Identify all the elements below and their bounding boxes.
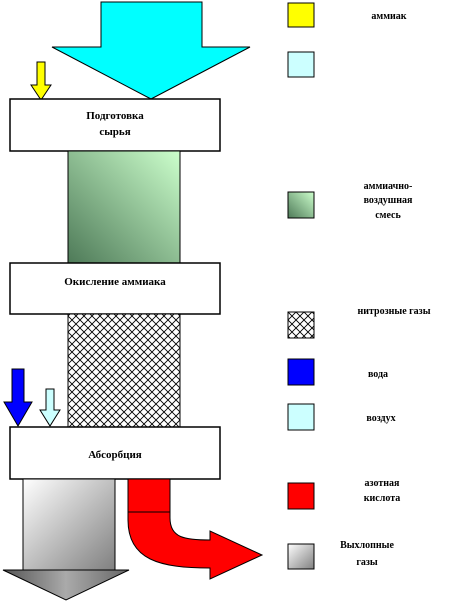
water-input-arrow bbox=[3, 368, 33, 427]
ammonia-input-arrow bbox=[30, 61, 52, 101]
absorption-block bbox=[9, 426, 221, 480]
legend-label-water: вода bbox=[368, 369, 388, 380]
legend-label-mixture-line1: аммиачно- bbox=[364, 181, 413, 192]
absorption-label: Абсорбция bbox=[88, 449, 142, 461]
nitrous-gases-column bbox=[67, 313, 181, 428]
legend-swatch-nitric-acid bbox=[287, 482, 315, 510]
exhaust-gases-column bbox=[22, 478, 116, 571]
legend-swatch-water bbox=[287, 358, 315, 386]
legend-swatch-ammonia bbox=[287, 2, 315, 28]
legend-label-nitric-acid-line2: кислота bbox=[364, 493, 400, 504]
nitric-acid-output-arrow bbox=[127, 478, 264, 580]
preparation-label-line2: сырья bbox=[99, 126, 130, 138]
input-arrow bbox=[51, 1, 251, 100]
output-arrow bbox=[2, 569, 130, 601]
legend-label-air: воздух bbox=[366, 413, 395, 424]
air-input-arrow bbox=[39, 388, 61, 427]
oxidation-label: Окисление аммиака bbox=[64, 276, 166, 288]
legend-swatch-air-top bbox=[287, 51, 315, 78]
preparation-block bbox=[9, 98, 221, 152]
legend-label-nitrous-gases: нитрозные газы bbox=[357, 306, 430, 317]
legend-label-exhaust-line2: газы bbox=[356, 557, 378, 568]
oxidation-block bbox=[9, 262, 221, 315]
legend-swatch-mixture bbox=[287, 191, 315, 219]
legend-label-ammonia: аммиак bbox=[371, 11, 406, 22]
legend-swatch-nitrous-gases bbox=[287, 311, 315, 339]
legend-label-mixture-line2: воздушная bbox=[364, 195, 413, 206]
legend-swatch-exhaust-gases bbox=[287, 543, 315, 570]
legend-swatch-air bbox=[287, 403, 315, 431]
ammonia-air-mixture-column bbox=[67, 150, 181, 264]
legend-label-nitric-acid-line1: азотная bbox=[365, 478, 401, 489]
legend-label-mixture-line3: смесь bbox=[375, 210, 401, 221]
legend-label-exhaust-line1: Выхлопные bbox=[340, 540, 394, 551]
preparation-label-line1: Подготовка bbox=[86, 110, 144, 122]
